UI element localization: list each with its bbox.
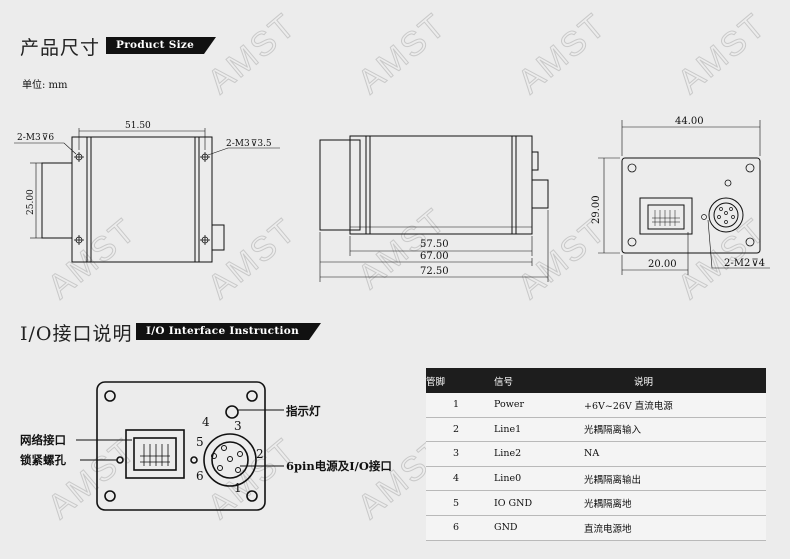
dim-side-len2: 67.00 — [420, 251, 449, 262]
lock-screw-hole — [116, 456, 124, 464]
cell-signal: IO GND — [486, 490, 578, 516]
io-interface-drawing: 4 5 2 3 6 1 指示灯 网络接口 锁紧螺孔 6pin电源及I/O接口 — [20, 381, 392, 511]
mount-hole — [104, 490, 116, 502]
header-signal: 信号 — [486, 368, 578, 393]
cell-desc: +6V~26V 直流电源 — [578, 393, 766, 418]
cell-pin: 3 — [426, 441, 486, 467]
dim-back-hole: 2-M2⊽4 — [724, 258, 765, 269]
cell-pin: 1 — [426, 393, 486, 418]
back-view-drawing — [598, 120, 770, 275]
dim-side-len3: 72.50 — [420, 266, 449, 277]
table-row: 5 IO GND 光耦隔离地 — [426, 490, 766, 516]
cell-signal: Line2 — [486, 441, 578, 467]
dim-back-width: 44.00 — [675, 116, 704, 127]
dimension-drawings: 51.50 25.00 2-M3⊽6 2-M3⊽3.5 57.50 67.00 … — [14, 116, 770, 282]
indicator-label: 指示灯 — [286, 404, 321, 418]
power-io-label: 6pin电源及I/O接口 — [286, 459, 392, 473]
pin-label-4: 4 — [202, 415, 210, 429]
section-title-cn: 产品尺寸 — [20, 37, 101, 59]
pin-definition-table: 管脚 信号 说明 1 Power +6V~26V 直流电源 2 Line1 光耦… — [426, 368, 766, 541]
pin-label-6: 6 — [196, 469, 204, 483]
header-pin: 管脚 — [426, 368, 486, 393]
header-desc: 说明 — [578, 368, 766, 393]
network-port — [125, 429, 185, 479]
section-title-banner: I/O Interface Instruction — [136, 323, 322, 340]
cell-signal: Line1 — [486, 417, 578, 443]
cell-signal: Power — [486, 393, 578, 418]
dim-side-len1: 57.50 — [420, 239, 449, 250]
table-header-row: 管脚 信号 说明 — [426, 368, 766, 393]
mount-hole — [104, 390, 116, 402]
cell-signal: Line0 — [486, 466, 578, 492]
mount-hole — [246, 490, 258, 502]
lock-screw-hole — [190, 456, 198, 464]
front-view-drawing — [14, 128, 280, 263]
network-label: 网络接口 — [20, 433, 66, 447]
cell-pin: 4 — [426, 466, 486, 492]
cell-desc: 光耦隔离输出 — [578, 466, 766, 492]
indicator-led — [225, 405, 239, 419]
cell-pin: 6 — [426, 515, 486, 541]
table-row: 6 GND 直流电源地 — [426, 515, 766, 541]
mount-hole — [246, 390, 258, 402]
cell-desc: 光耦隔离输入 — [578, 417, 766, 443]
pin-label-1: 1 — [234, 481, 242, 495]
dim-back-offset: 20.00 — [648, 259, 677, 270]
camera-back-panel — [96, 381, 266, 511]
table-row: 3 Line2 NA — [426, 441, 766, 467]
unit-label: 单位: mm — [22, 80, 68, 91]
pin-label-3: 3 — [234, 419, 242, 433]
cell-desc: 直流电源地 — [578, 515, 766, 541]
dim-left-height: 25.00 — [26, 189, 36, 215]
pin-label-2: 2 — [256, 447, 264, 461]
table-row: 1 Power +6V~26V 直流电源 — [426, 393, 766, 418]
lock-screw-label: 锁紧螺孔 — [20, 453, 66, 467]
side-view-drawing — [319, 135, 549, 282]
dim-back-height: 29.00 — [591, 195, 602, 224]
section-title-cn: I/O接口说明 — [20, 323, 133, 345]
dim-left-hole-right: 2-M3⊽3.5 — [226, 139, 272, 149]
table-row: 4 Line0 光耦隔离输出 — [426, 466, 766, 492]
dim-left-hole-left: 2-M3⊽6 — [17, 133, 54, 143]
cell-pin: 2 — [426, 417, 486, 443]
cell-desc: 光耦隔离地 — [578, 490, 766, 516]
dim-left-top-width: 51.50 — [125, 121, 151, 131]
cell-pin: 5 — [426, 490, 486, 516]
cell-desc: NA — [578, 441, 766, 467]
pin-label-5: 5 — [196, 435, 204, 449]
six-pin-connector — [203, 433, 257, 487]
cell-signal: GND — [486, 515, 578, 541]
table-row: 2 Line1 光耦隔离输入 — [426, 417, 766, 443]
section-title-banner: Product Size — [106, 37, 217, 54]
